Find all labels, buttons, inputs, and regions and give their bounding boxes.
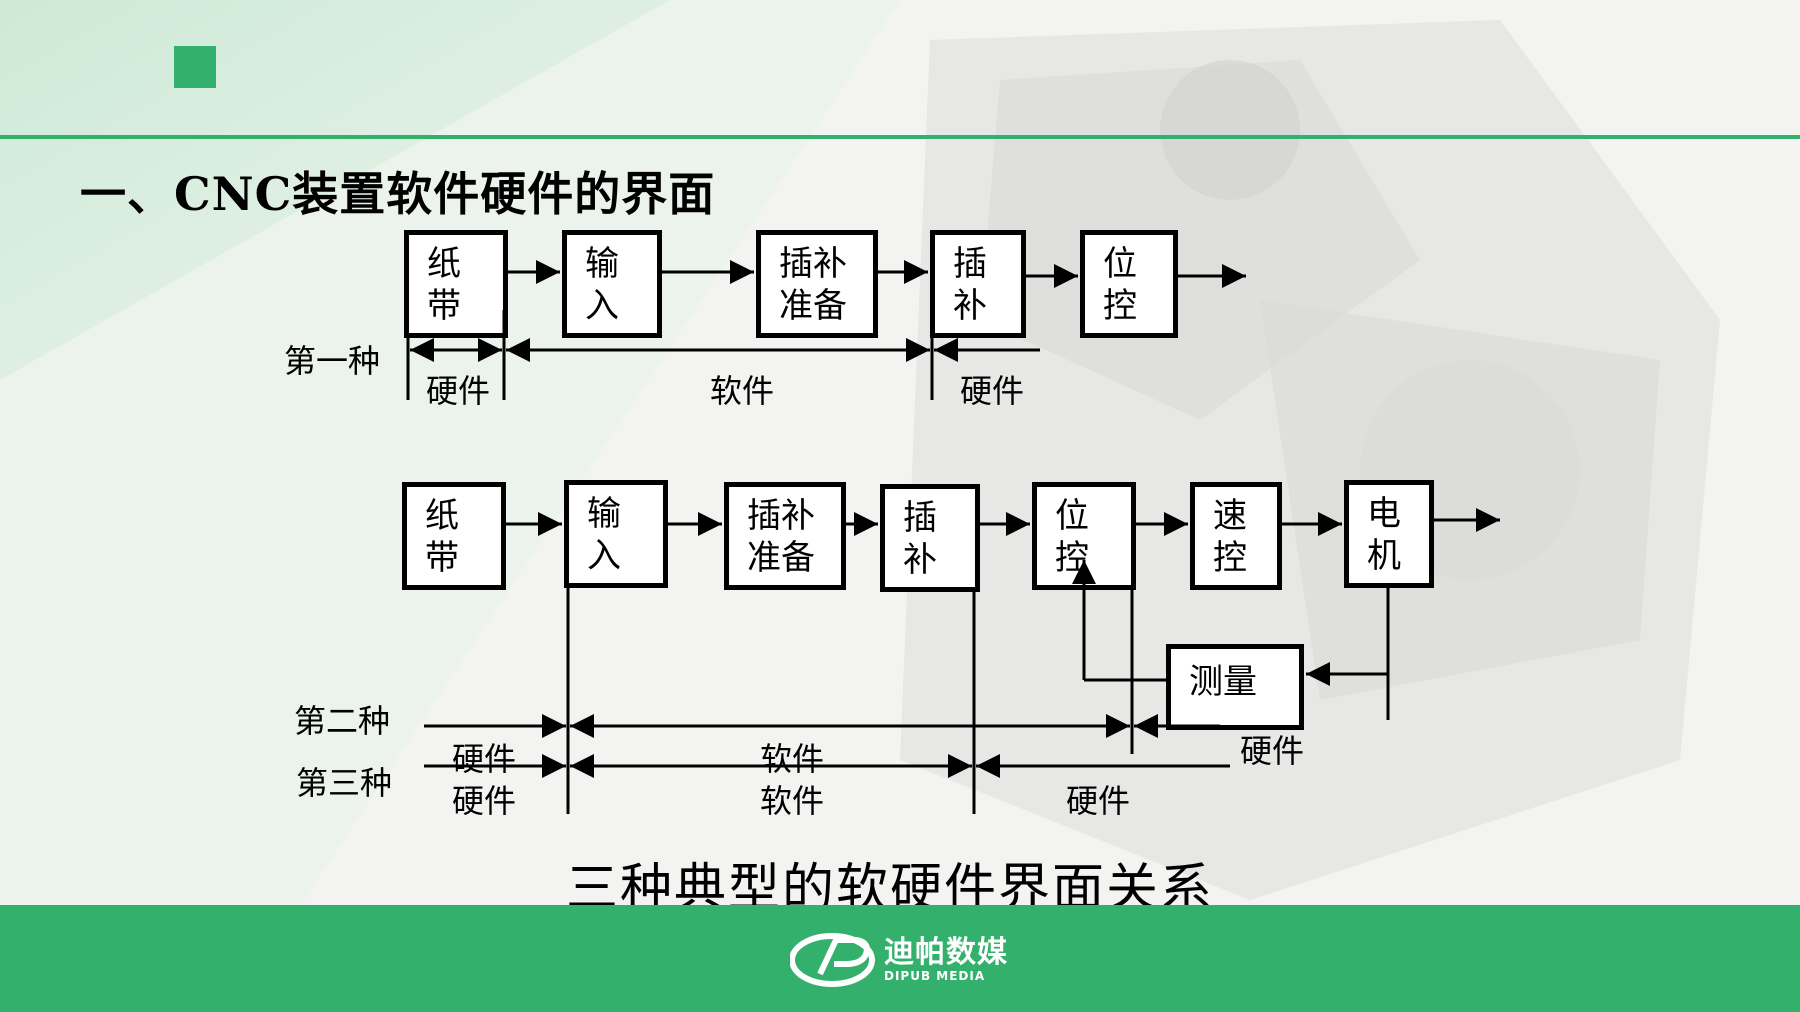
row1-block-tape-label: 纸 带: [427, 244, 461, 326]
row2-block-interp-prep: 插补 准备: [724, 482, 846, 590]
row1-block-tape: 纸 带: [404, 230, 508, 338]
row4-segment-software: 软件: [760, 782, 825, 820]
row2-block-interp: 插 补: [880, 484, 980, 592]
row1-block-position-label: 位 控: [1103, 244, 1137, 326]
page-title: 一、CNC装置软件硬件的界面: [80, 167, 716, 221]
row2-block-measure: 测量: [1166, 644, 1304, 730]
row2-block-measure-label: 测量: [1189, 662, 1257, 702]
row1-segment-hardware-2: 硬件: [960, 372, 1025, 410]
row4-segment-hardware-1: 硬件: [452, 782, 517, 820]
row4-label: 第三种: [296, 764, 393, 802]
row2-block-tape: 纸 带: [402, 482, 506, 590]
row2-block-motor: 电 机: [1344, 480, 1434, 588]
row2-block-interp-prep-label: 插补 准备: [747, 496, 815, 578]
row1-segment-software: 软件: [710, 372, 775, 410]
row3-label: 第二种: [294, 702, 391, 740]
row2-block-speed: 速 控: [1190, 482, 1282, 590]
row1-block-interp: 插 补: [930, 230, 1026, 338]
row1-block-interp-prep: 插补 准备: [756, 230, 878, 338]
row2-block-position-label: 位 控: [1055, 496, 1089, 578]
row3-segment-software: 软件: [760, 740, 825, 778]
row3-segment-hardware-2: 硬件: [1240, 732, 1305, 770]
row2-block-input: 输 入: [564, 480, 668, 588]
row1-block-interp-prep-label: 插补 准备: [779, 244, 847, 326]
logo-english-text: DIPUB MEDIA: [884, 969, 986, 983]
row2-block-tape-label: 纸 带: [425, 496, 459, 578]
row1-block-position: 位 控: [1080, 230, 1178, 338]
footer-bar: [0, 905, 1800, 1012]
row2-block-position: 位 控: [1032, 482, 1136, 590]
row1-block-interp-label: 插 补: [953, 244, 987, 326]
row2-block-input-label: 输 入: [587, 494, 621, 576]
corner-marker: [174, 46, 216, 88]
row1-segment-hardware-1: 硬件: [426, 372, 491, 410]
row1-block-input-label: 输 入: [585, 244, 619, 326]
row1-block-input: 输 入: [562, 230, 662, 338]
row4-segment-hardware-2: 硬件: [1066, 782, 1131, 820]
row1-label: 第一种: [284, 342, 381, 380]
dipub-logo-icon: [790, 933, 875, 987]
brand-logo: 迪帕数媒 DIPUB MEDIA: [790, 930, 1008, 990]
row2-block-motor-label: 电 机: [1367, 494, 1401, 576]
logo-chinese-text: 迪帕数媒: [884, 935, 1008, 970]
row3-segment-hardware-1: 硬件: [452, 740, 517, 778]
header-rule: [0, 135, 1800, 139]
row2-block-interp-label: 插 补: [903, 498, 937, 580]
row2-block-speed-label: 速 控: [1213, 496, 1247, 578]
